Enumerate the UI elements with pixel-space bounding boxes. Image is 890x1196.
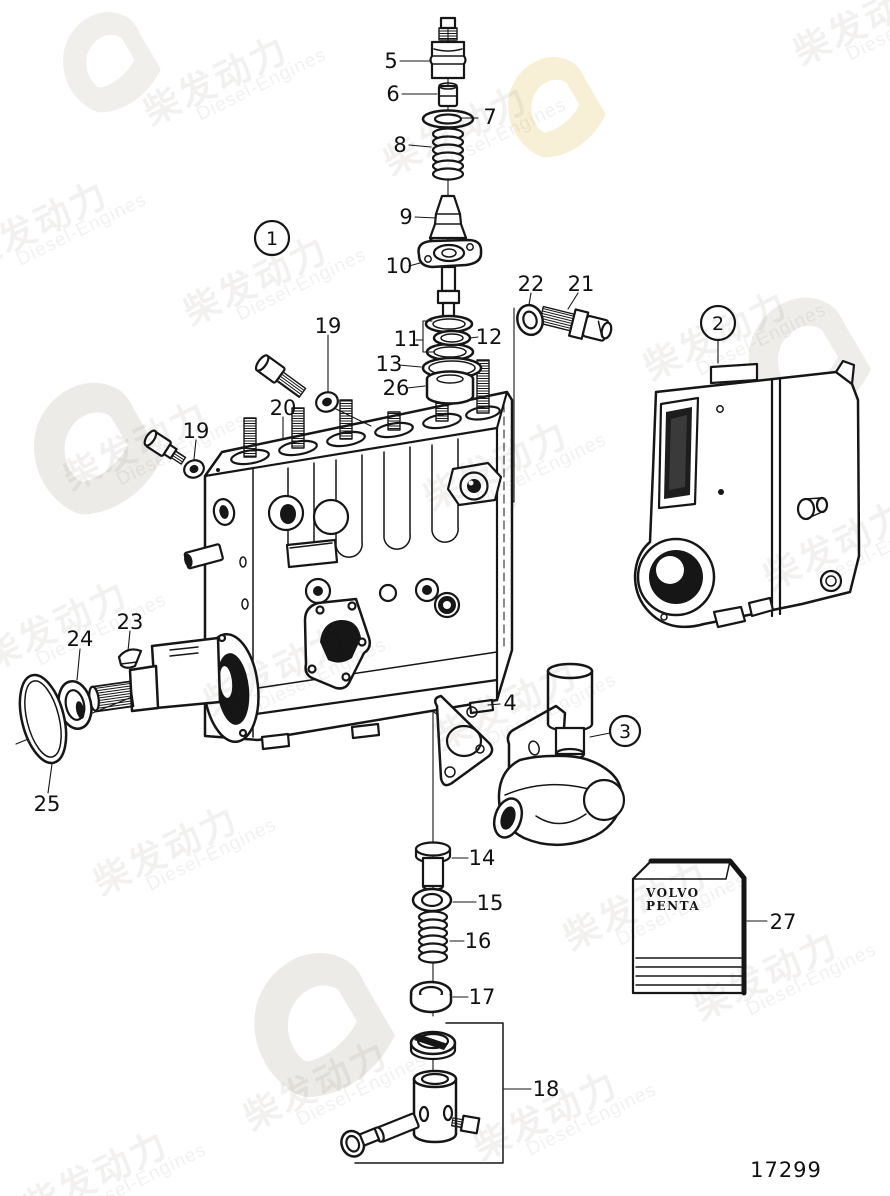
callout-11: 11	[394, 327, 421, 351]
cover-window	[657, 396, 700, 510]
part-10-flange	[417, 238, 483, 321]
svg-text:2: 2	[712, 313, 724, 335]
callout-27: 27	[770, 910, 797, 934]
part-18-nut	[450, 1114, 481, 1135]
pump-studs	[243, 359, 490, 458]
part-18-cap	[409, 1030, 457, 1061]
box-brand-line1: VOLVO	[645, 886, 700, 900]
part-17-ring	[409, 980, 453, 1014]
callout-9: 9	[399, 205, 412, 229]
tappet-stack	[409, 841, 453, 1014]
callout-23: 23	[117, 610, 144, 634]
pump-mounting-pad	[303, 597, 372, 690]
camshaft-drawing	[88, 636, 222, 713]
callout-6: 6	[386, 82, 399, 106]
callout-19b: 19	[183, 419, 210, 443]
callout-16: 16	[465, 929, 492, 953]
callout-18: 18	[533, 1077, 560, 1101]
callout-24: 24	[67, 627, 94, 651]
callout-7: 7	[483, 105, 496, 129]
ref-circle-1: 1	[253, 219, 291, 257]
part-23-key	[117, 648, 143, 669]
bolt-20-assembly	[254, 354, 339, 413]
pump-left-side-details	[183, 498, 249, 610]
svg-text:1: 1	[266, 228, 278, 250]
feed-pump-drawing	[492, 662, 626, 847]
bolt-19-assembly	[143, 429, 205, 479]
delivery-valve-stack	[417, 16, 483, 405]
volvo-penta-box: VOLVO PENTA	[631, 858, 747, 996]
part-18-cylinder	[412, 1069, 458, 1144]
pump-front-details	[254, 494, 499, 716]
pump-body-drawing	[183, 359, 514, 751]
part-14-tappet	[414, 841, 452, 892]
part-8-spring	[431, 127, 465, 181]
cover-side-boss	[796, 496, 829, 521]
callout-25: 25	[34, 792, 61, 816]
callout-labels: 5 6 7 8 9 10 11 12 13 26 22 21 19 20 19 …	[34, 49, 797, 1101]
part-12-ring	[432, 329, 472, 347]
callout-4: 4	[503, 691, 516, 715]
feed-pump-cylinder	[546, 662, 594, 761]
pump-overflow-bore	[446, 461, 503, 507]
callout-21: 21	[568, 272, 595, 296]
cover-bore	[636, 537, 716, 617]
part-5	[429, 16, 467, 80]
callout-12: 12	[476, 325, 503, 349]
part-4-gasket	[433, 694, 494, 787]
svg-text:3: 3	[619, 721, 631, 743]
ref-circle-2: 2	[699, 304, 737, 364]
part-9	[428, 194, 468, 245]
timing-cover-drawing	[633, 359, 861, 629]
callout-19: 19	[315, 314, 342, 338]
ref-circle-3: 3	[589, 714, 642, 748]
part-15-washer	[411, 887, 453, 913]
part-18-group	[340, 1022, 504, 1164]
part-16-spring	[417, 910, 449, 964]
callout-5: 5	[384, 49, 397, 73]
part-18-bolt	[340, 1127, 381, 1158]
part-7	[421, 109, 475, 129]
drawing-number: 17299	[750, 1158, 822, 1182]
feed-pump-body	[492, 754, 626, 847]
box-brand-line2: PENTA	[646, 899, 700, 913]
callout-20: 20	[270, 396, 297, 420]
callout-13: 13	[376, 352, 403, 376]
callout-22: 22	[518, 272, 545, 296]
part-26-bushing	[425, 370, 475, 405]
part-6	[437, 82, 459, 108]
callout-14: 14	[469, 846, 496, 870]
callout-15: 15	[477, 891, 504, 915]
callout-8: 8	[393, 133, 406, 157]
callout-17: 17	[469, 985, 496, 1009]
bolt-21-assembly	[538, 305, 613, 342]
washer-22	[516, 303, 544, 337]
part-25-oring	[18, 673, 68, 765]
callout-10: 10	[386, 254, 413, 278]
callout-26: 26	[383, 376, 410, 400]
